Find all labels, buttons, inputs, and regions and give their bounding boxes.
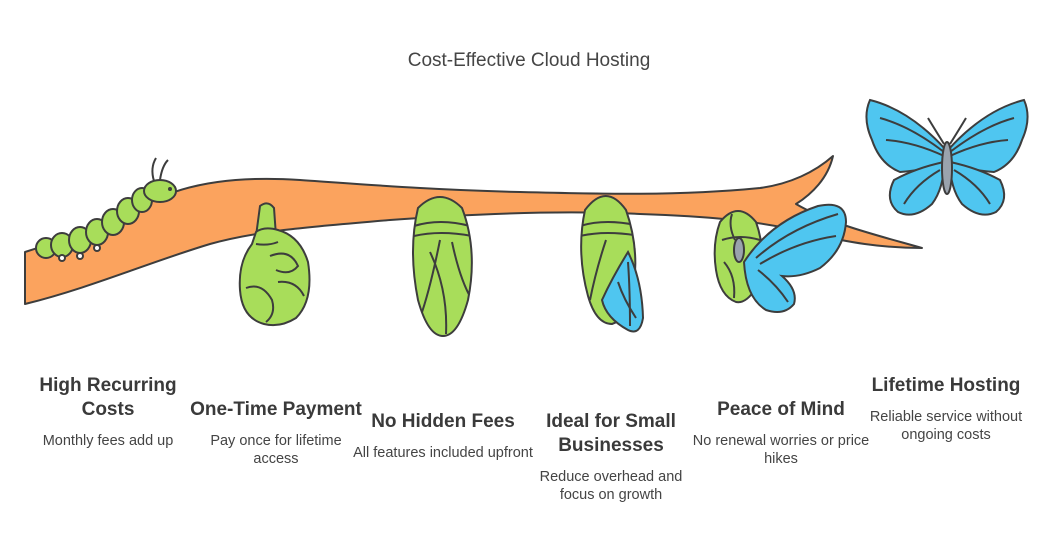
stage-ideal-for-small-businesses: Ideal for Small Businesses Reduce overhe… — [521, 410, 701, 504]
stage-description: Reliable service without ongoing costs — [869, 409, 1023, 443]
stage-description: Reduce overhead and focus on growth — [539, 469, 683, 503]
cocoon-icon — [412, 196, 473, 338]
stage-description: Pay once for lifetime access — [210, 433, 342, 467]
stage-high-recurring-costs: High Recurring Costs Monthly fees add up — [18, 374, 198, 450]
stage-heading: Ideal for Small Businesses — [546, 411, 676, 456]
stage-description: All features included upfront — [353, 445, 533, 461]
stage-heading: Lifetime Hosting — [871, 375, 1021, 396]
hatching-butterfly-icon — [713, 203, 848, 313]
stage-heading: High Recurring Costs — [39, 375, 177, 420]
stage-heading: No Hidden Fees — [371, 411, 515, 432]
stage-one-time-payment: One-Time Payment Pay once for lifetime a… — [186, 398, 366, 468]
emerging-butterfly-icon — [580, 195, 645, 333]
stage-description: Monthly fees add up — [42, 433, 174, 449]
stage-peace-of-mind: Peace of Mind No renewal worries or pric… — [691, 398, 871, 468]
caterpillar-icon — [35, 157, 177, 262]
stage-no-hidden-fees: No Hidden Fees All features included upf… — [353, 410, 533, 462]
stage-description: No renewal worries or price hikes — [692, 433, 870, 467]
stage-lifetime-hosting: Lifetime Hosting Reliable service withou… — [856, 374, 1036, 444]
stage-heading: One-Time Payment — [190, 399, 362, 420]
butterfly-icon — [865, 98, 1029, 216]
chrysalis-icon — [238, 202, 311, 327]
stage-heading: Peace of Mind — [717, 399, 845, 420]
diagram-title: Cost-Effective Cloud Hosting — [407, 50, 651, 71]
